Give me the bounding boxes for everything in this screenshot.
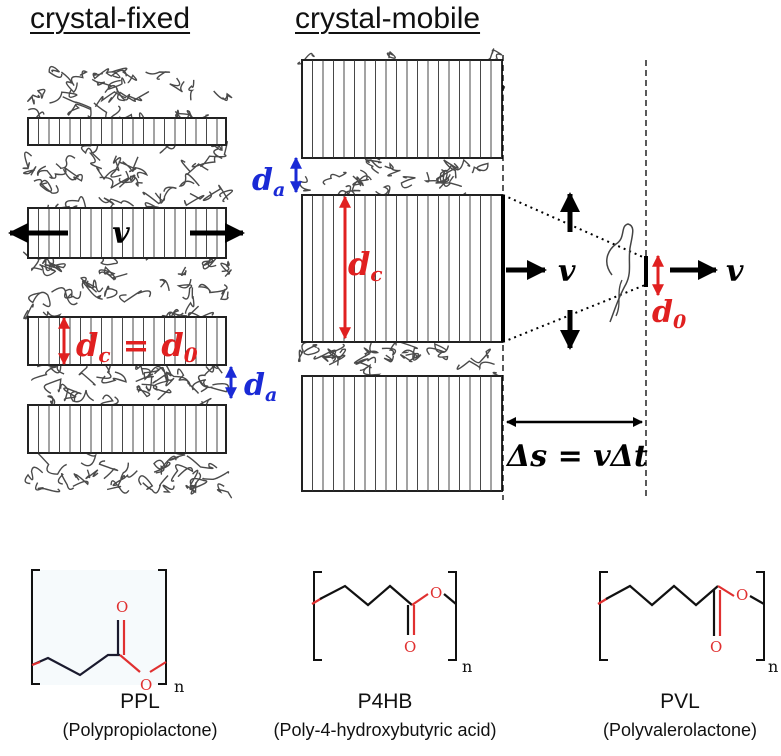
amorphous-layer (22, 251, 232, 321)
right-dc-annotation: dc (339, 195, 383, 340)
svg-text:n: n (174, 677, 184, 696)
polymer-pvl: PVL (Polyvalerolactone) (540, 690, 781, 741)
projection-line-bottom (502, 284, 646, 343)
d0-label: d0 (652, 295, 686, 333)
svg-text:O: O (710, 638, 722, 656)
dc-label-right: dc (348, 245, 383, 286)
carbon-chain (605, 584, 719, 607)
detached-chain-2 (615, 279, 623, 317)
polymer-p4hb: P4HB (Poly-4-hydroxybutyric acid) (245, 690, 525, 741)
crystal-lamella (27, 117, 227, 146)
svg-text:O: O (116, 598, 128, 616)
dc-label: dc=d0 (76, 326, 198, 367)
bracket-right-icon (448, 571, 457, 661)
polymer-abbr: PVL (660, 690, 700, 713)
svg-text:O: O (430, 584, 442, 602)
displacement-annotation: Δs = vΔt (505, 417, 648, 474)
amorphous-layer (22, 139, 234, 213)
d0-annotation: d0 v (644, 254, 744, 333)
bracket-right-icon (158, 569, 167, 685)
left-da-annotation: da (225, 365, 277, 406)
velocity-label-end: v (726, 254, 744, 289)
left-velocity: v (8, 216, 245, 251)
svg-text:O: O (404, 638, 416, 656)
crystal-mobile-heading: crystal-mobile (295, 2, 481, 35)
amorphous-layer (31, 359, 230, 410)
bracket-right-icon (756, 571, 765, 661)
carbon-chain (319, 584, 413, 607)
bracket-left-icon (599, 571, 608, 661)
bracket-left-icon (313, 571, 322, 661)
right-da-annotation: da (252, 156, 302, 201)
polymer-full-name: (Polypropiolactone) (62, 720, 218, 740)
amorphous-layer (27, 65, 233, 123)
moving-crystal-edge: v (501, 192, 646, 350)
amorphous-chains (22, 48, 506, 499)
polymer-full-name: (Polyvalerolactone) (602, 720, 758, 740)
da-label-right: da (252, 163, 285, 201)
crystal-lamella (301, 59, 503, 159)
amorphous-layer (297, 339, 501, 382)
svg-text:O: O (140, 676, 152, 694)
svg-text:n: n (462, 657, 472, 676)
crystal-lamella (301, 194, 503, 343)
crystal-lamella (301, 375, 503, 492)
polymer-abbr: PPL (120, 690, 160, 713)
crystal-fixed-heading: crystal-fixed (30, 2, 191, 35)
velocity-label: v (112, 216, 130, 251)
displacement-label: Δs = vΔt (505, 439, 648, 474)
pvl-structure: O O n (597, 571, 778, 676)
crystal-lamella (27, 404, 227, 454)
polymer-abbr: P4HB (357, 690, 413, 713)
velocity-label-edge: v (558, 254, 576, 289)
ppl-structure: O O n (30, 569, 184, 696)
detached-chain (606, 223, 634, 323)
projection-line-top (502, 194, 646, 259)
left-dc-annotation: dc=d0 (58, 316, 198, 367)
p4hb-structure: O O n (311, 571, 472, 676)
crystal-lamellae (27, 59, 503, 492)
polymer-full-name: (Poly-4-hydroxybutyric acid) (273, 720, 497, 740)
svg-text:O: O (736, 586, 748, 604)
carbon-chain (31, 653, 120, 677)
bracket-left-icon (31, 569, 40, 685)
da-label-left: da (244, 368, 277, 406)
polymer-ppl: PPL (Polypropiolactone) (0, 690, 280, 741)
structure-background (30, 570, 165, 685)
svg-text:n: n (768, 657, 778, 676)
